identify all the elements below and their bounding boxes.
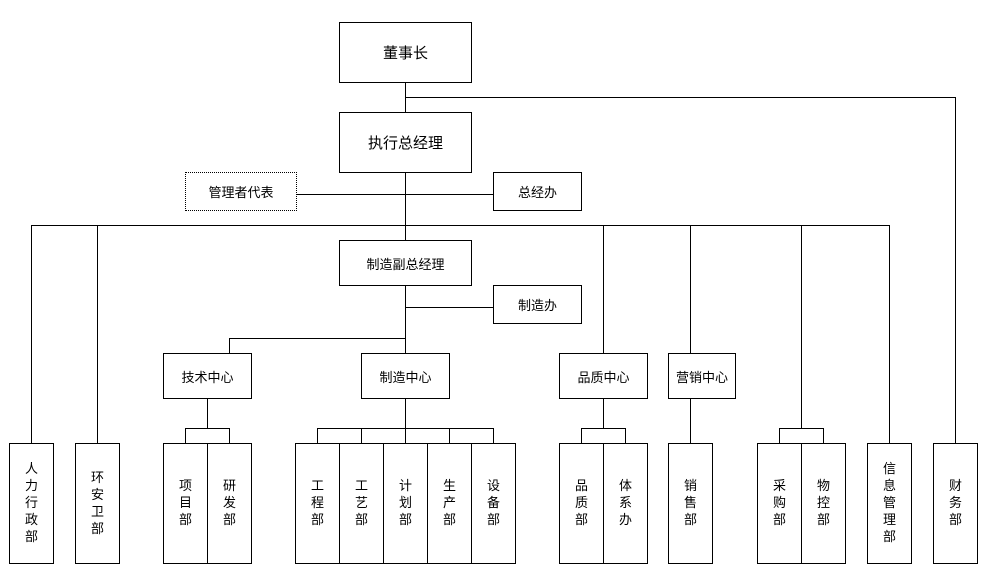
dept-env-safety-label: 环安卫部 xyxy=(90,470,104,537)
dept-equipment-label: 设备部 xyxy=(486,479,500,528)
manufacturing-office-label: 制造办 xyxy=(517,299,557,314)
gm-office-box: 总经办 xyxy=(493,172,582,211)
dept-engineering-label: 工程部 xyxy=(310,479,324,528)
dept-rnd-label: 研发部 xyxy=(222,479,236,528)
dept-engineering-box: 工程部 xyxy=(295,443,340,564)
dept-env-safety-box: 环安卫部 xyxy=(75,443,120,564)
dept-system-office-box: 体系办 xyxy=(603,443,648,564)
quality-center-label: 品质中心 xyxy=(577,370,630,386)
executive-gm-box: 执行总经理 xyxy=(339,112,472,173)
dept-sales-label: 销售部 xyxy=(683,479,697,528)
deputy-gm-box: 制造副总经理 xyxy=(339,240,472,286)
deputy-gm-label: 制造副总经理 xyxy=(366,257,445,273)
manufacturing-center-label: 制造中心 xyxy=(379,370,432,386)
dept-process-label: 工艺部 xyxy=(354,479,368,528)
dept-planning-box: 计划部 xyxy=(383,443,428,564)
dept-system-office-label: 体系办 xyxy=(618,479,632,528)
marketing-center-box: 营销中心 xyxy=(668,353,736,399)
manufacturing-center-box: 制造中心 xyxy=(361,353,450,399)
dept-quality-label: 品质部 xyxy=(574,479,588,528)
dept-finance-box: 财务部 xyxy=(933,443,978,564)
dept-production-label: 生产部 xyxy=(442,479,456,528)
tech-center-box: 技术中心 xyxy=(163,353,252,399)
dept-material-control-box: 物控部 xyxy=(801,443,846,564)
executive-gm-label: 执行总经理 xyxy=(367,134,443,152)
dept-process-box: 工艺部 xyxy=(339,443,384,564)
dept-project-label: 项目部 xyxy=(178,479,192,528)
dept-quality-box: 品质部 xyxy=(559,443,604,564)
management-rep-box: 管理者代表 xyxy=(185,172,297,211)
tech-center-label: 技术中心 xyxy=(181,370,234,386)
marketing-center-label: 营销中心 xyxy=(675,370,728,386)
management-rep-label: 管理者代表 xyxy=(208,186,274,201)
dept-purchasing-label: 采购部 xyxy=(772,479,786,528)
dept-planning-label: 计划部 xyxy=(398,479,412,528)
chairman-box: 董事长 xyxy=(339,22,472,83)
dept-equipment-box: 设备部 xyxy=(471,443,516,564)
chairman-label: 董事长 xyxy=(382,44,428,62)
dept-purchasing-box: 采购部 xyxy=(757,443,802,564)
dept-finance-label: 财务部 xyxy=(948,479,962,528)
dept-hr-admin-box: 人力行政部 xyxy=(9,443,54,564)
manufacturing-office-box: 制造办 xyxy=(493,285,582,324)
dept-project-box: 项目部 xyxy=(163,443,208,564)
dept-rnd-box: 研发部 xyxy=(207,443,252,564)
dept-it-management-label: 信息管理部 xyxy=(882,462,896,545)
dept-production-box: 生产部 xyxy=(427,443,472,564)
dept-hr-admin-label: 人力行政部 xyxy=(24,462,38,545)
quality-center-box: 品质中心 xyxy=(559,353,648,399)
gm-office-label: 总经办 xyxy=(517,186,557,201)
dept-material-control-label: 物控部 xyxy=(816,479,830,528)
dept-sales-box: 销售部 xyxy=(668,443,713,564)
dept-it-management-box: 信息管理部 xyxy=(867,443,912,564)
